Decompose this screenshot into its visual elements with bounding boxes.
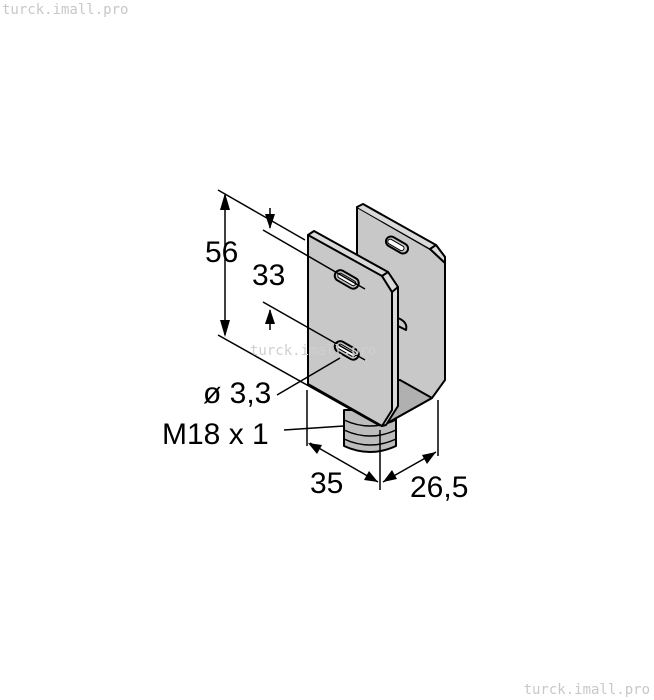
watermark-bottom: turck.imall.pro [523, 682, 650, 698]
watermark-top: turck.imall.pro [2, 2, 129, 18]
front-plate [307, 230, 399, 427]
dim-height-56: 56 [205, 236, 238, 269]
watermark-center: turck.imall.pro [250, 343, 376, 359]
dim-hole-spacing-33: 33 [252, 259, 285, 292]
dim-thread: M18 x 1 [162, 418, 269, 451]
dimension-arrows [220, 193, 436, 482]
dim-depth-26-5: 26,5 [410, 471, 468, 504]
dim-width-35: 35 [310, 467, 343, 500]
dim-hole-diameter: ø 3,3 [203, 377, 271, 410]
